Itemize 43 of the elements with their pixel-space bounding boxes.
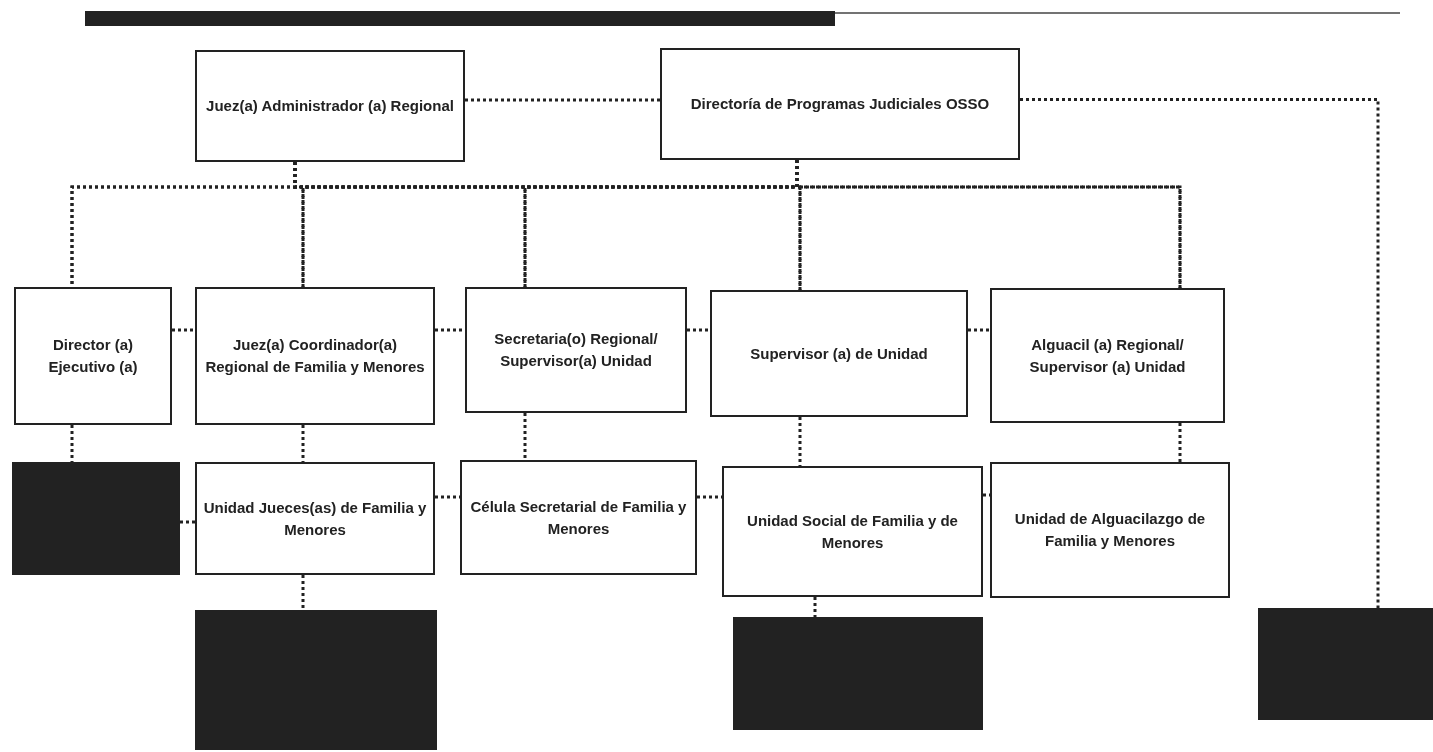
org-box <box>990 288 1225 423</box>
dotted-connector <box>523 413 527 460</box>
role-title: Célula Secretarial de Familia y Menores <box>469 496 688 539</box>
dotted-connector <box>687 328 710 332</box>
dotted-connector <box>465 98 660 102</box>
dotted-connector <box>813 597 817 617</box>
dotted-connector <box>70 425 74 462</box>
org-box <box>710 290 968 417</box>
org-box <box>460 460 697 575</box>
org-box <box>14 287 172 425</box>
dotted-connector <box>1178 423 1182 462</box>
role-title: Directoría de Programas Judiciales OSSO <box>690 94 990 115</box>
dotted-connector <box>1020 98 1380 608</box>
org-box <box>195 50 465 162</box>
filled-block <box>1258 608 1433 720</box>
dotted-connector <box>172 328 195 332</box>
dotted-connector <box>301 575 305 610</box>
role-title: Unidad Social de Familia y de Menores <box>746 510 959 553</box>
dotted-connector <box>795 160 1182 288</box>
dotted-connector <box>301 425 305 462</box>
filled-block <box>12 462 180 575</box>
role-title: Juez(a) Administrador (a) Regional <box>206 96 454 117</box>
role-title: Unidad de Alguacilazgo de Familia y Menores <box>1013 509 1207 551</box>
org-box <box>195 462 435 575</box>
org-box <box>465 287 687 413</box>
dotted-connector <box>435 328 465 332</box>
role-title: Director (a) Ejecutivo (a) <box>47 335 139 377</box>
role-title: Secretaria(o) Regional/ Supervisor(a) Unidad <box>493 329 659 371</box>
org-box <box>990 462 1230 598</box>
org-box <box>195 287 435 425</box>
filled-block <box>195 610 437 750</box>
dotted-connector <box>968 328 990 332</box>
org-box <box>660 48 1020 160</box>
dotted-connector <box>798 417 802 466</box>
role-title: Juez(a) Coordinador(a) Regional de Familia y Menores <box>204 335 426 377</box>
role-title: Alguacil (a) Regional/ Supervisor (a) Unidad <box>1028 334 1187 377</box>
role-title: Supervisor (a) de Unidad <box>750 343 928 364</box>
org-box <box>722 466 983 597</box>
role-title: Unidad Jueces(as) de Familia y Menores <box>203 497 427 540</box>
dotted-connector <box>180 520 195 524</box>
filled-block <box>733 617 983 730</box>
dotted-connector <box>293 162 1182 288</box>
title-bar <box>85 11 835 26</box>
